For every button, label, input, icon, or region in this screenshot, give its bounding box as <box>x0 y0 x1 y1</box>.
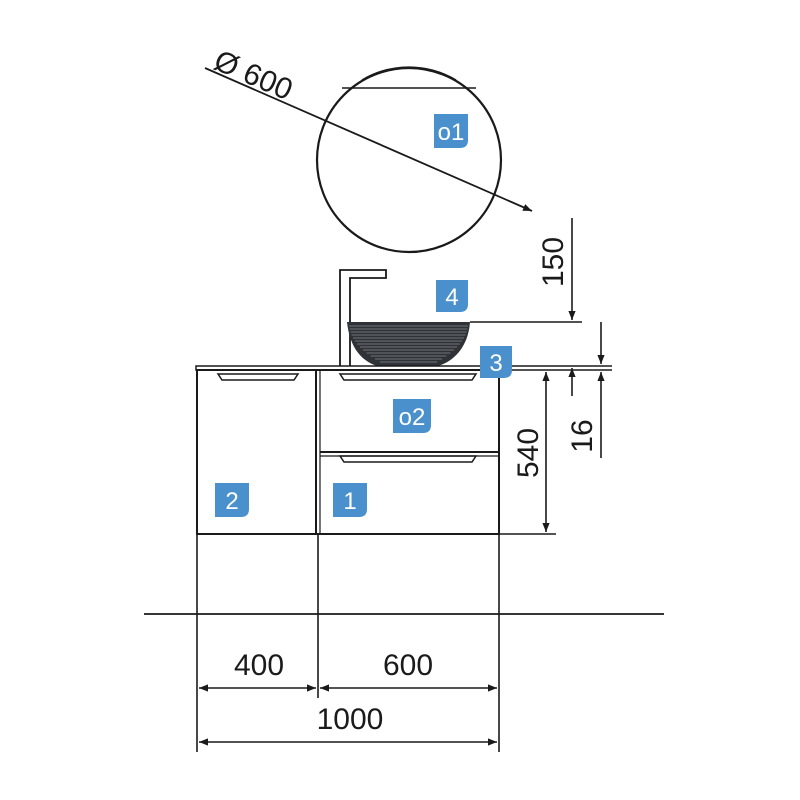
height-extension-lines <box>470 321 612 535</box>
badge-2-label: 2 <box>225 488 238 515</box>
badge-3-label: 3 <box>489 350 502 377</box>
badge-2: 2 <box>215 483 249 517</box>
left-width-dimension: 400 <box>199 649 316 692</box>
faucet <box>339 269 387 366</box>
drawer-top-handle <box>338 373 478 381</box>
left-door-handle <box>216 373 300 381</box>
badge-4: 4 <box>436 280 468 312</box>
mirror <box>315 66 503 254</box>
badge-o2-label: o2 <box>399 404 426 431</box>
badge-1-label: 1 <box>343 488 356 515</box>
top-thickness-dimension: 16 <box>566 322 605 458</box>
badge-3: 3 <box>480 346 512 378</box>
cabinet <box>196 369 500 535</box>
basin <box>347 322 470 368</box>
badge-o1-label: o1 <box>438 119 465 146</box>
badge-o2: o2 <box>393 399 431 433</box>
left-width-label: 400 <box>234 649 284 682</box>
top-thickness-label: 16 <box>566 419 599 452</box>
total-width-dimension: 1000 <box>199 703 497 746</box>
mirror-gap-dimension: 150 <box>537 218 576 396</box>
badge-1: 1 <box>333 483 367 517</box>
cabinet-height-label: 540 <box>512 428 545 478</box>
width-extension-lines <box>196 534 500 752</box>
total-width-label: 1000 <box>317 703 384 736</box>
right-width-dimension: 600 <box>320 649 497 692</box>
drawer-bottom-handle <box>338 455 478 463</box>
badge-o1: o1 <box>434 114 468 148</box>
right-width-label: 600 <box>383 649 433 682</box>
mirror-diameter-dimension: Ø 600 <box>204 44 533 212</box>
badge-4-label: 4 <box>445 284 458 311</box>
mirror-gap-label: 150 <box>537 237 570 287</box>
cabinet-height-dimension: 540 <box>512 372 550 532</box>
mirror-diameter-label: Ø 600 <box>209 44 297 107</box>
